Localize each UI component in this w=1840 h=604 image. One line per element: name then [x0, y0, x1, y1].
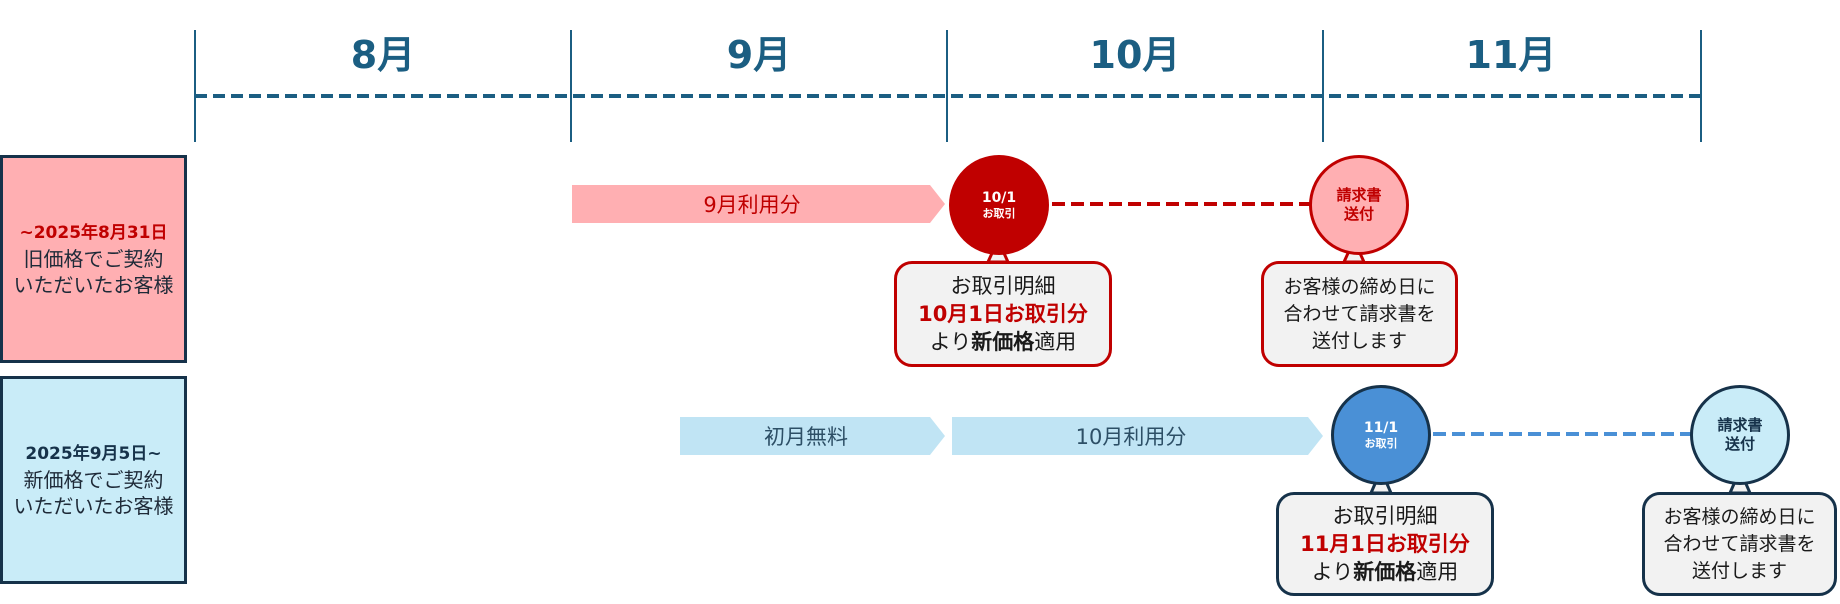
old-usage-arrow-label: 9月利用分: [703, 193, 801, 217]
old-transaction-date: 10/1: [981, 189, 1017, 206]
old-detail-callout: お取引明細 10月1日お取引分 より新価格適用: [894, 261, 1112, 367]
new-plan-label-line2: いただいたお客様: [13, 494, 174, 518]
old-detail-line3: より新価格適用: [929, 330, 1077, 354]
new-invoice-circle-line1: 請求書: [1717, 416, 1763, 434]
new-invoice-circle: 請求書 送付: [1690, 385, 1790, 485]
month-label-sep: 9月: [726, 33, 792, 77]
old-invoice-circle-line2: 送付: [1343, 205, 1374, 223]
new-detail-line1: お取引明細: [1332, 504, 1438, 528]
new-free-arrow-shape: [680, 417, 945, 455]
new-detail-callout: お取引明細 11月1日お取引分 より新価格適用: [1276, 492, 1494, 596]
old-detail-line1: お取引明細: [950, 274, 1056, 298]
new-transaction-sub: お取引: [1364, 436, 1398, 450]
old-invoice-callout: お客様の締め日に 合わせて請求書を 送付します: [1261, 261, 1458, 367]
new-plan-box: 2025年9月5日~ 新価格でご契約 いただいたお客様: [0, 376, 187, 584]
old-usage-arrow-shape: [572, 185, 945, 223]
old-invoice-line3: 送付します: [1311, 329, 1407, 352]
new-free-arrow-label: 初月無料: [764, 425, 848, 449]
old-invoice-circle: 請求書 送付: [1309, 155, 1409, 255]
new-usage-arrow-shape: [952, 417, 1323, 455]
new-usage-arrow-label: 10月利用分: [1075, 425, 1187, 449]
new-invoice-circle-line2: 送付: [1724, 435, 1755, 453]
old-invoice-line1: お客様の締め日に: [1283, 275, 1436, 298]
new-transaction-circle: 11/1 お取引: [1331, 385, 1431, 485]
old-detail-highlight: 10月1日お取引分: [918, 302, 1088, 326]
new-plan-label-line1: 新価格でご契約: [23, 468, 164, 492]
old-plan-label-line1: 旧価格でご契約: [23, 247, 164, 271]
new-transaction-date: 11/1: [1363, 419, 1399, 436]
month-label-oct: 10月: [1089, 33, 1181, 77]
new-plan-date: 2025年9月5日~: [25, 444, 162, 464]
old-plan-date: ~2025年8月31日: [19, 223, 168, 243]
new-invoice-line2: 合わせて請求書を: [1663, 532, 1816, 555]
new-invoice-line1: お客様の締め日に: [1663, 505, 1816, 528]
new-detail-highlight: 11月1日お取引分: [1300, 532, 1470, 556]
old-invoice-circle-line1: 請求書: [1336, 186, 1382, 204]
old-plan-box: ~2025年8月31日 旧価格でご契約 いただいたお客様: [0, 155, 187, 363]
old-invoice-line2: 合わせて請求書を: [1283, 302, 1436, 325]
old-transaction-sub: お取引: [982, 206, 1016, 220]
new-invoice-line3: 送付します: [1691, 559, 1787, 582]
old-transaction-circle: 10/1 お取引: [949, 155, 1049, 255]
new-invoice-callout: お客様の締め日に 合わせて請求書を 送付します: [1642, 492, 1837, 596]
old-plan-label-line2: いただいたお客様: [13, 273, 174, 297]
new-detail-line3: より新価格適用: [1311, 560, 1459, 584]
month-label-aug: 8月: [350, 33, 416, 77]
month-label-nov: 11月: [1465, 33, 1557, 77]
